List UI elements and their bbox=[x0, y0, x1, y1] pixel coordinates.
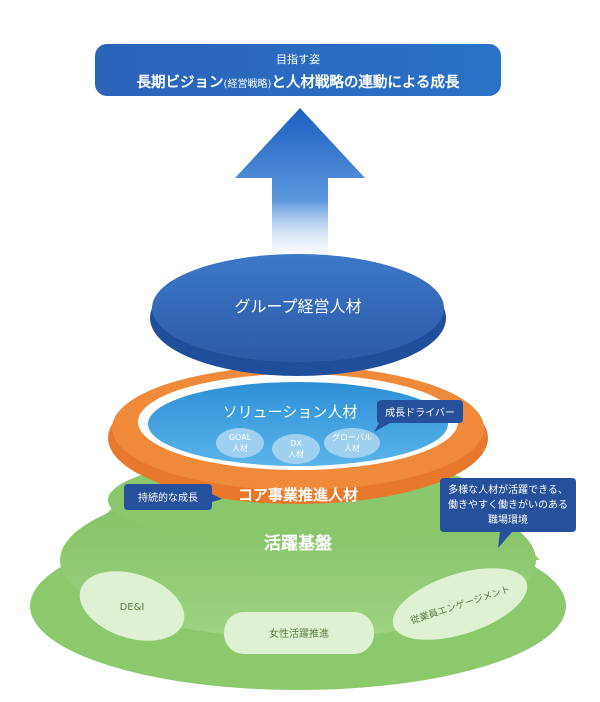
callout-line: 多様な人材が活躍できる、 bbox=[448, 483, 568, 496]
subgroup-dx: DX 人材 bbox=[272, 434, 320, 464]
callout-label: 持続的な成長 bbox=[138, 491, 198, 504]
core-layer-label: コア事業推進人材 bbox=[238, 486, 358, 504]
callout-workplace-environment: 多様な人材が活躍できる、 働きやすく働きがいのある 職場環境 bbox=[440, 478, 576, 548]
goal-label: 目指す姿 bbox=[276, 52, 320, 66]
goal-title: 長期ビジョン(経営戦略)と人材戦略の連動による成長 bbox=[137, 73, 460, 91]
subgroup-goal: GOAL 人材 bbox=[216, 428, 264, 458]
goal-banner: 目指す姿 長期ビジョン(経営戦略)と人材戦略の連動による成長 bbox=[95, 44, 501, 96]
subgroup-label: グローバル bbox=[332, 432, 372, 442]
callout-line: 職場環境 bbox=[488, 513, 528, 526]
base-pill-women: 女性活躍推進 bbox=[224, 612, 374, 654]
base-pill-engagement: 従業員エンゲージメント bbox=[392, 568, 528, 640]
base-layer-label: 活躍基盤 bbox=[264, 533, 333, 554]
top-layer bbox=[150, 254, 446, 376]
top-layer-label: グループ経営人材 bbox=[234, 297, 361, 316]
subgroup-label: GOAL bbox=[229, 433, 252, 442]
callout-sustainable-growth: 持続的な成長 bbox=[124, 484, 222, 510]
pill-label: 女性活躍推進 bbox=[269, 627, 329, 640]
growth-arrow-icon bbox=[235, 108, 365, 262]
pill-label: DE&I bbox=[120, 602, 145, 613]
subgroup-label: 人材 bbox=[288, 449, 304, 459]
solution-layer-label: ソリューション人材 bbox=[223, 403, 358, 421]
subgroup-label: DX bbox=[290, 439, 302, 448]
callout-label: 成長ドライバー bbox=[385, 407, 455, 419]
subgroup-global: グローバル 人材 bbox=[324, 428, 380, 458]
subgroup-label: 人材 bbox=[232, 443, 248, 453]
callout-growth-driver: 成長ドライバー bbox=[374, 400, 463, 432]
base-pill-dei: DE&I bbox=[79, 571, 185, 641]
callout-line: 働きやすく働きがいのある bbox=[448, 498, 568, 511]
subgroup-label: 人材 bbox=[344, 443, 360, 453]
